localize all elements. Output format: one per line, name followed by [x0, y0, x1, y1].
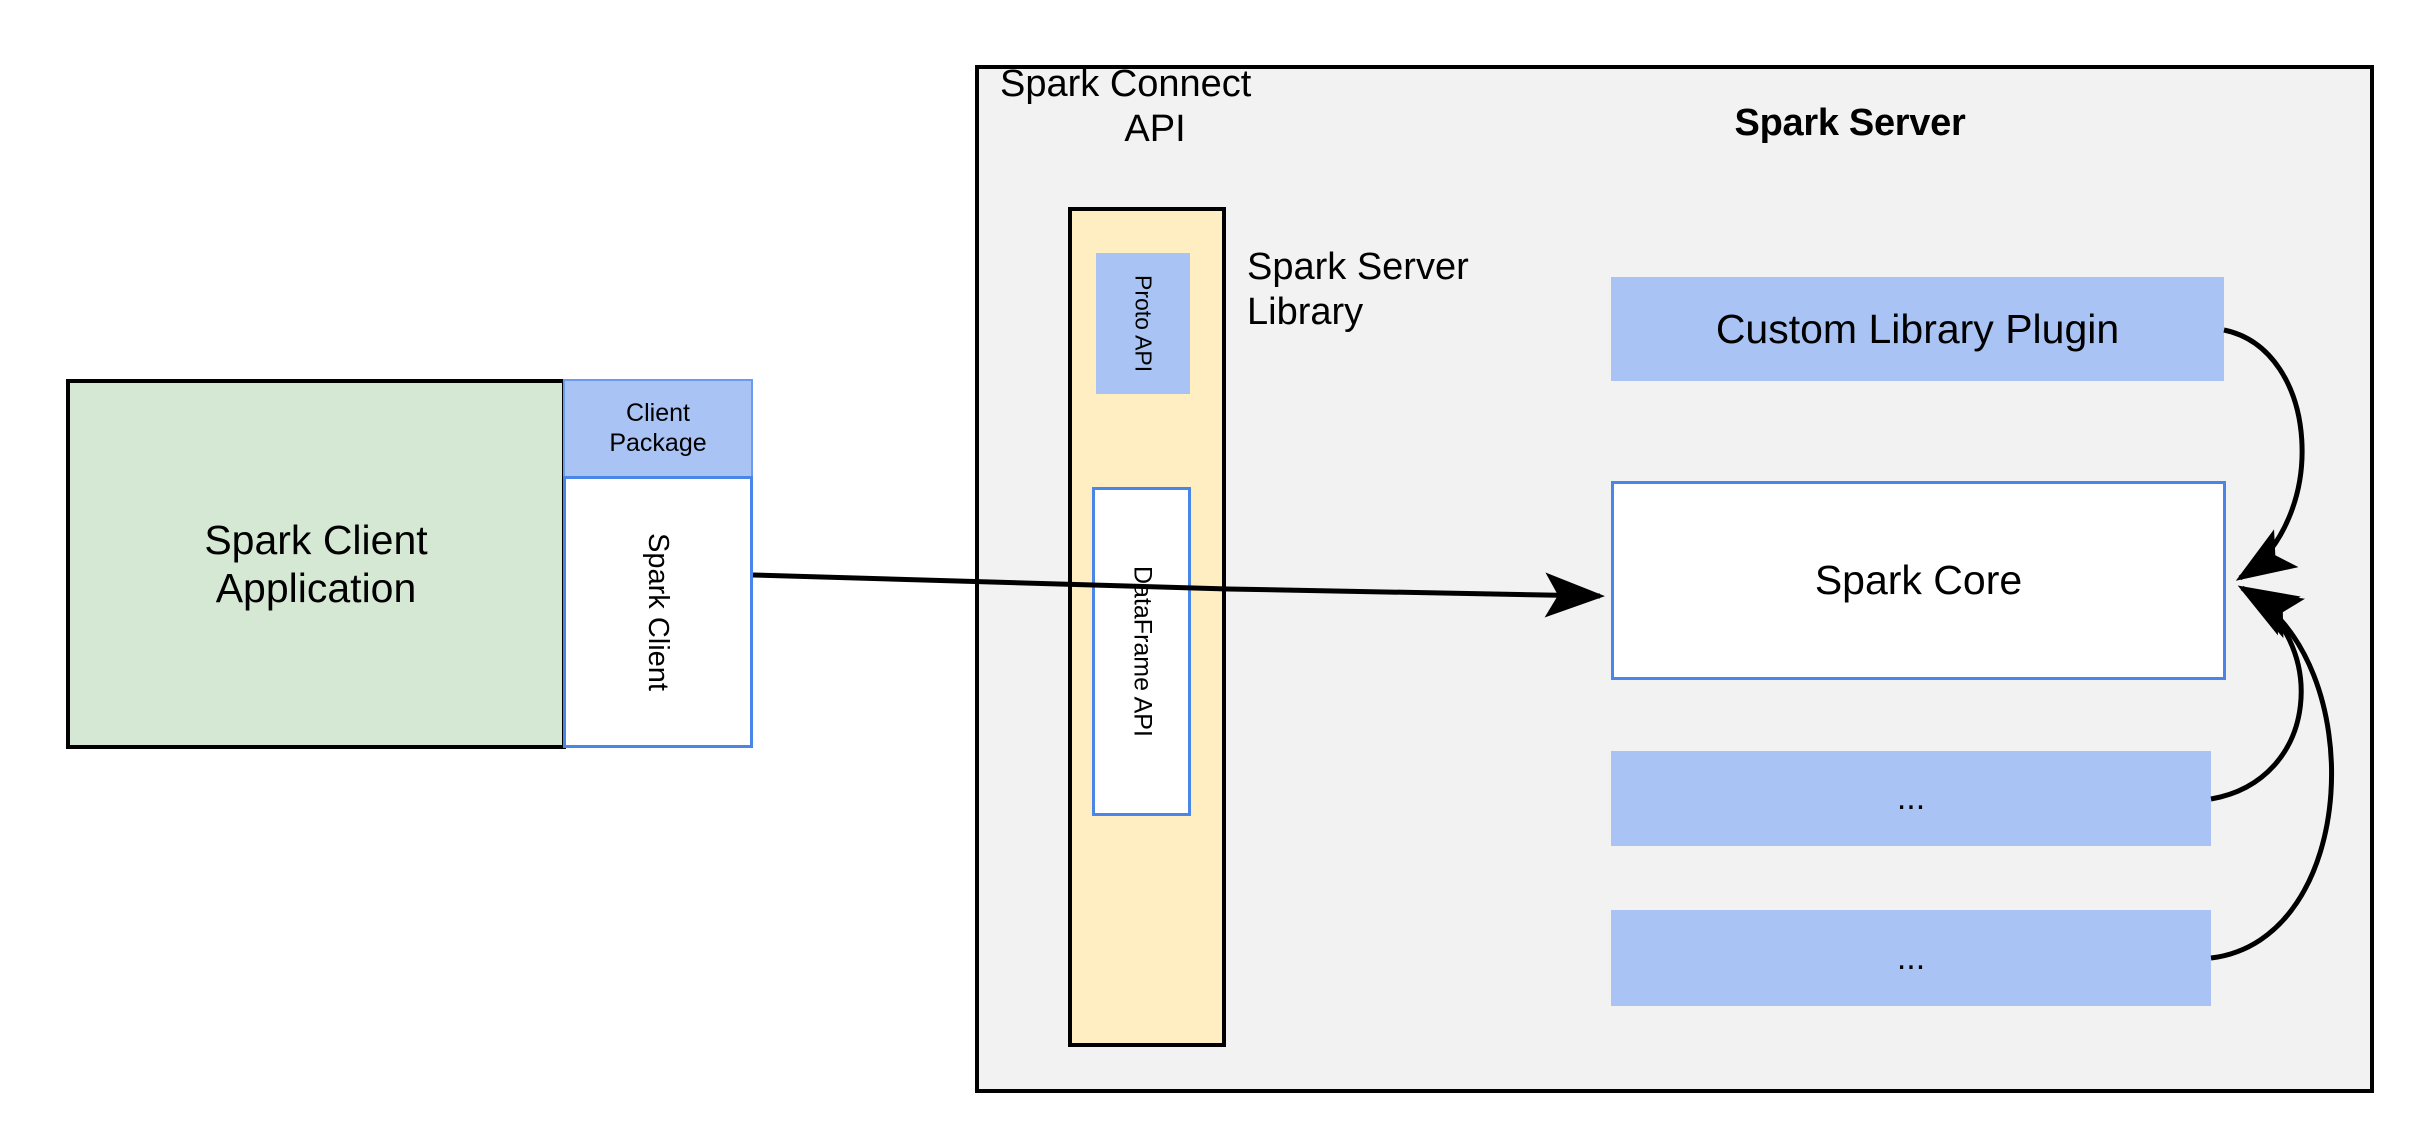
spark-core-box[interactable]: Spark Core: [1611, 481, 2226, 680]
spark-client-application-box[interactable]: Spark Client Application: [66, 379, 566, 749]
client-package-label-line1: Client: [626, 399, 690, 427]
custom-library-plugin-box[interactable]: Custom Library Plugin: [1611, 277, 2224, 381]
spark-connect-api-label-line1: Spark Connect: [1000, 63, 1252, 105]
spark-server-library-label: Spark Server Library: [1247, 245, 1547, 345]
spark-connect-api-label-line2: API: [1124, 107, 1186, 150]
spark-server-library-label-line2: Library: [1247, 290, 1364, 333]
client-package-label-line2: Package: [609, 428, 707, 457]
proto-api-box[interactable]: Proto API: [1096, 253, 1190, 394]
spark-connect-api-label: Spark Connect API: [1000, 62, 1310, 162]
ellipsis-box-1[interactable]: ...: [1611, 751, 2211, 846]
ellipsis-box-2[interactable]: ...: [1611, 910, 2211, 1006]
spark-server-title: Spark Server: [1734, 101, 1966, 144]
client-package-box[interactable]: Client Package: [563, 379, 753, 476]
dataframe-api-box[interactable]: DataFrame API: [1092, 487, 1191, 816]
client-application-label-line2: Application: [215, 565, 417, 611]
spark-server-library-label-line1: Spark Server: [1247, 246, 1469, 288]
spark-client-box[interactable]: Spark Client: [563, 476, 753, 748]
dataframe-api-label: DataFrame API: [1128, 566, 1157, 737]
spark-client-label: Spark Client: [642, 533, 675, 691]
client-application-label-line1: Spark Client: [204, 516, 428, 563]
proto-api-label: Proto API: [1130, 274, 1157, 373]
